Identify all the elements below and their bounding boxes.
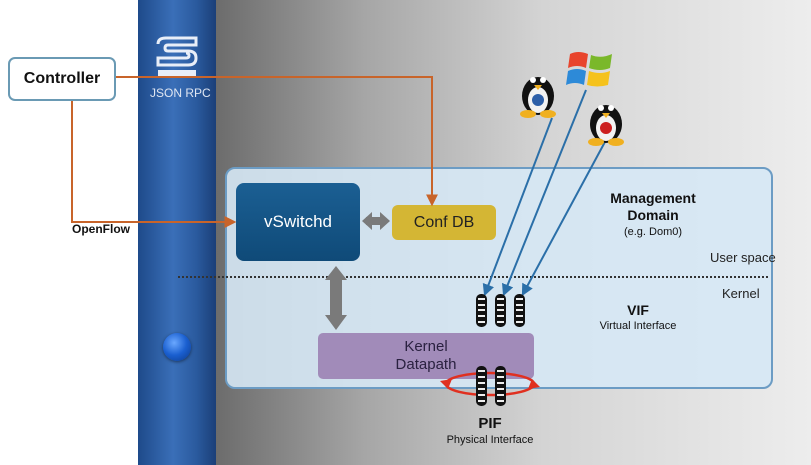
controller-box: Controller bbox=[8, 57, 116, 101]
openflow-label: OpenFlow bbox=[72, 222, 130, 236]
openflow-link bbox=[66, 89, 237, 228]
vswitchd-datapath-arrow bbox=[325, 266, 347, 330]
windows-logo-icon bbox=[566, 52, 612, 87]
kernel-label: Kernel bbox=[722, 286, 760, 301]
power-button-icon bbox=[163, 333, 191, 361]
vif-port-icon bbox=[495, 294, 506, 327]
management-title-line1: Management bbox=[610, 190, 696, 206]
pif-loop bbox=[444, 371, 536, 397]
linux-tux-redhat-icon bbox=[588, 105, 624, 146]
json-rpc-link bbox=[104, 71, 438, 207]
management-domain-title: Management Domain bbox=[594, 190, 712, 224]
vswitchd-confdb-arrow bbox=[362, 212, 390, 230]
management-title-line2: Domain bbox=[627, 207, 679, 223]
management-subtitle: (e.g. Dom0) bbox=[623, 226, 683, 238]
pif-port-icon bbox=[495, 366, 506, 406]
user-kernel-separator bbox=[178, 276, 768, 278]
datapath-line2: Datapath bbox=[395, 356, 457, 373]
confdb-box: Conf DB bbox=[392, 205, 496, 240]
vif-port-icon bbox=[476, 294, 487, 327]
vif-title: VIF bbox=[627, 302, 649, 318]
vm2-vif-link bbox=[502, 89, 587, 297]
vif-subtitle: Virtual Interface bbox=[599, 320, 677, 332]
linux-tux-icon bbox=[520, 77, 556, 118]
datapath-line1: Kernel bbox=[404, 338, 448, 355]
pif-port-icon bbox=[476, 366, 487, 406]
pif-title: PIF bbox=[478, 415, 502, 432]
user-space-label: User space bbox=[710, 250, 776, 265]
pif-subtitle: Physical Interface bbox=[446, 434, 534, 446]
vm1-vif-link bbox=[482, 117, 553, 297]
vm3-vif-link bbox=[521, 139, 607, 297]
vif-port-icon bbox=[514, 294, 525, 327]
